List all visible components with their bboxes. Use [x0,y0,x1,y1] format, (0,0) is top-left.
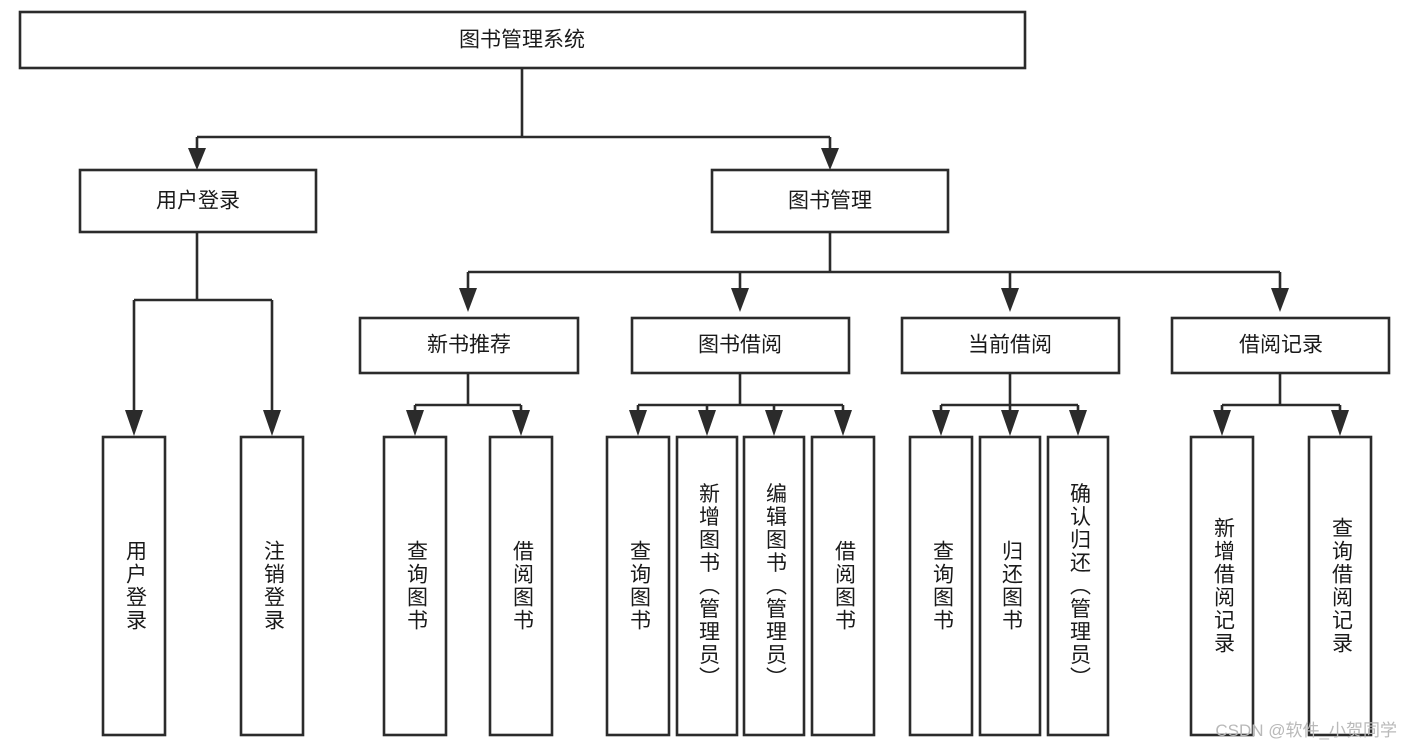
node-leaf6[interactable]: 新增图书（管理员） [675,435,739,737]
node-leaf5[interactable]: 查询图书 [605,435,671,737]
node-root[interactable]: 图书管理系统 [18,10,1027,70]
node-current-box[interactable] [900,316,1121,375]
node-leaf12-label: 新增借阅记录 [1211,517,1235,655]
arrow-head-leaf8 [834,410,852,436]
node-leaf2[interactable]: 注销登录 [239,435,305,737]
connector-layer [125,68,1349,436]
arrow-head-newbook [459,288,477,312]
node-leaf1-label: 用户登录 [123,540,147,632]
node-current-label: 当前借阅 [968,334,1052,357]
arrow-head-leaf13 [1331,410,1349,436]
node-leaf4-label: 借阅图书 [510,540,534,632]
arrow-head-records [1271,288,1289,312]
node-leaf13-box[interactable] [1307,435,1373,737]
node-bookmgmt[interactable]: 图书管理 [710,168,950,234]
arrow-head-leaf6 [698,410,716,436]
arrow-head-leaf5 [629,410,647,436]
node-login[interactable]: 用户登录 [78,168,318,234]
node-leaf7[interactable]: 编辑图书（管理员） [742,435,806,737]
node-leaf7-box[interactable] [742,435,806,737]
arrow-head-leaf10 [1001,410,1019,436]
node-newbook[interactable]: 新书推荐 [358,316,580,375]
node-leaf4-box[interactable] [488,435,554,737]
arrow-head-leaf9 [932,410,950,436]
node-leaf6-label: 新增图书（管理员） [696,483,720,690]
arrow-head-leaf11 [1069,410,1087,436]
node-borrow-box[interactable] [630,316,851,375]
node-leaf10-label: 归还图书 [999,540,1023,632]
node-leaf1-box[interactable] [101,435,167,737]
node-leaf10-box[interactable] [978,435,1042,737]
node-leaf3-box[interactable] [382,435,448,737]
node-current[interactable]: 当前借阅 [900,316,1121,375]
node-leaf7-label: 编辑图书（管理员） [763,483,787,690]
node-leaf1[interactable]: 用户登录 [101,435,167,737]
node-leaf5-box[interactable] [605,435,671,737]
node-leaf2-label: 注销登录 [261,540,285,632]
node-records-box[interactable] [1170,316,1391,375]
node-leaf8-label: 借阅图书 [832,540,856,632]
node-leaf6-box[interactable] [675,435,739,737]
node-bookmgmt-label: 图书管理 [788,190,872,213]
node-root-label: 图书管理系统 [459,29,585,52]
arrow-head-bookmgmt [821,148,839,170]
arrow-head-leaf3 [406,410,424,436]
node-leaf11-label: 确认归还（管理员） [1067,483,1091,690]
arrow-head-leaf4 [512,410,530,436]
node-leaf9-label: 查询图书 [930,540,954,632]
node-leaf11-box[interactable] [1046,435,1110,737]
node-leaf8[interactable]: 借阅图书 [810,435,876,737]
node-login-box[interactable] [78,168,318,234]
node-records[interactable]: 借阅记录 [1170,316,1391,375]
node-leaf9-box[interactable] [908,435,974,737]
node-leaf2-box[interactable] [239,435,305,737]
arrow-head-current [1001,288,1019,312]
node-leaf3-label: 查询图书 [404,540,428,632]
node-leaf10[interactable]: 归还图书 [978,435,1042,737]
node-leaf13[interactable]: 查询借阅记录 [1307,435,1373,737]
node-borrow[interactable]: 图书借阅 [630,316,851,375]
node-records-label: 借阅记录 [1239,334,1323,357]
node-leaf12-box[interactable] [1189,435,1255,737]
arrow-head-leaf2 [263,410,281,436]
node-leaf5-label: 查询图书 [627,540,651,632]
node-leaf9[interactable]: 查询图书 [908,435,974,737]
node-newbook-box[interactable] [358,316,580,375]
node-leaf3[interactable]: 查询图书 [382,435,448,737]
node-leaf13-label: 查询借阅记录 [1329,517,1353,655]
node-newbook-label: 新书推荐 [427,334,511,357]
arrow-head-leaf12 [1213,410,1231,436]
node-leaf12[interactable]: 新增借阅记录 [1189,435,1255,737]
arrow-head-leaf7 [765,410,783,436]
node-leaf8-box[interactable] [810,435,876,737]
node-leaf11[interactable]: 确认归还（管理员） [1046,435,1110,737]
node-bookmgmt-box[interactable] [710,168,950,234]
node-login-label: 用户登录 [156,190,240,213]
arrow-head-login [188,148,206,170]
arrow-head-borrow [731,288,749,312]
node-leaf4[interactable]: 借阅图书 [488,435,554,737]
node-root-box[interactable] [18,10,1027,70]
node-borrow-label: 图书借阅 [698,334,782,357]
arrow-head-leaf1 [125,410,143,436]
